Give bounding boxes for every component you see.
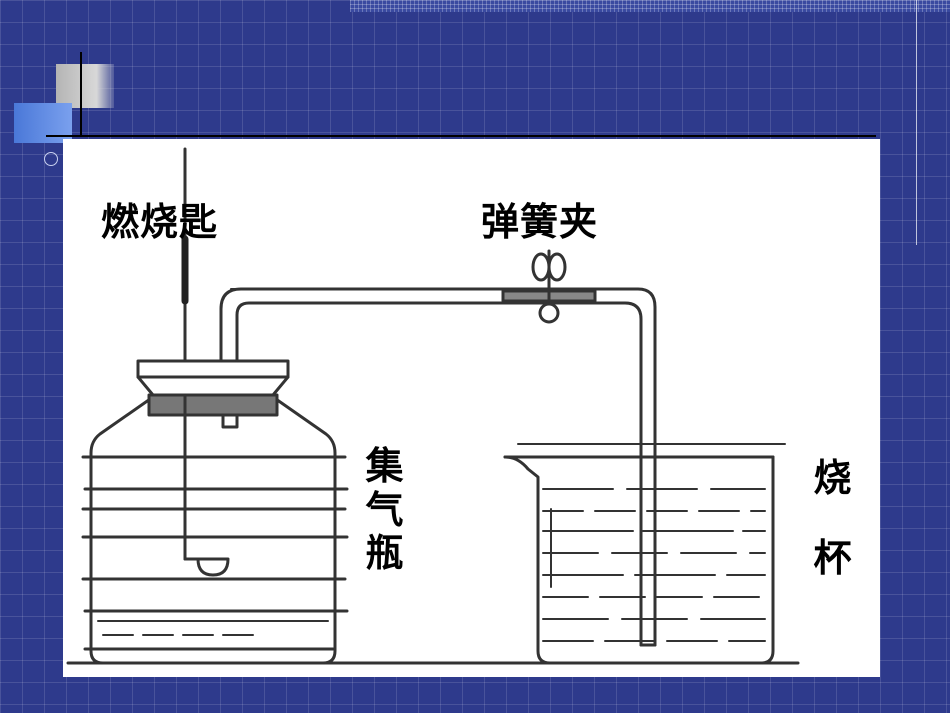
slide-right-accent-line [916,0,917,245]
spring-clamp [501,249,597,324]
slide-deco-horizontal-line [46,135,876,137]
slide-top-band [350,0,950,12]
combustion-spoon [181,147,230,577]
bottle-stopper [136,359,290,429]
slide-deco-blue-square [14,103,72,143]
label-combustion-spoon: 燃烧匙 [101,200,219,244]
gas-bottle [81,373,349,665]
slide-deco-circle [44,152,58,166]
connecting-tube [219,287,657,647]
label-beaker: 烧杯 [813,456,853,580]
diagram-panel: 燃烧匙 弹簧夹 集气瓶 烧杯 [63,139,880,677]
label-spring-clamp: 弹簧夹 [481,200,599,244]
slide-deco-gray-square [56,64,114,108]
slide-deco-vertical-line [80,52,82,136]
beaker [503,443,786,665]
apparatus-diagram [66,147,800,665]
label-gas-bottle: 集气瓶 [365,444,405,576]
